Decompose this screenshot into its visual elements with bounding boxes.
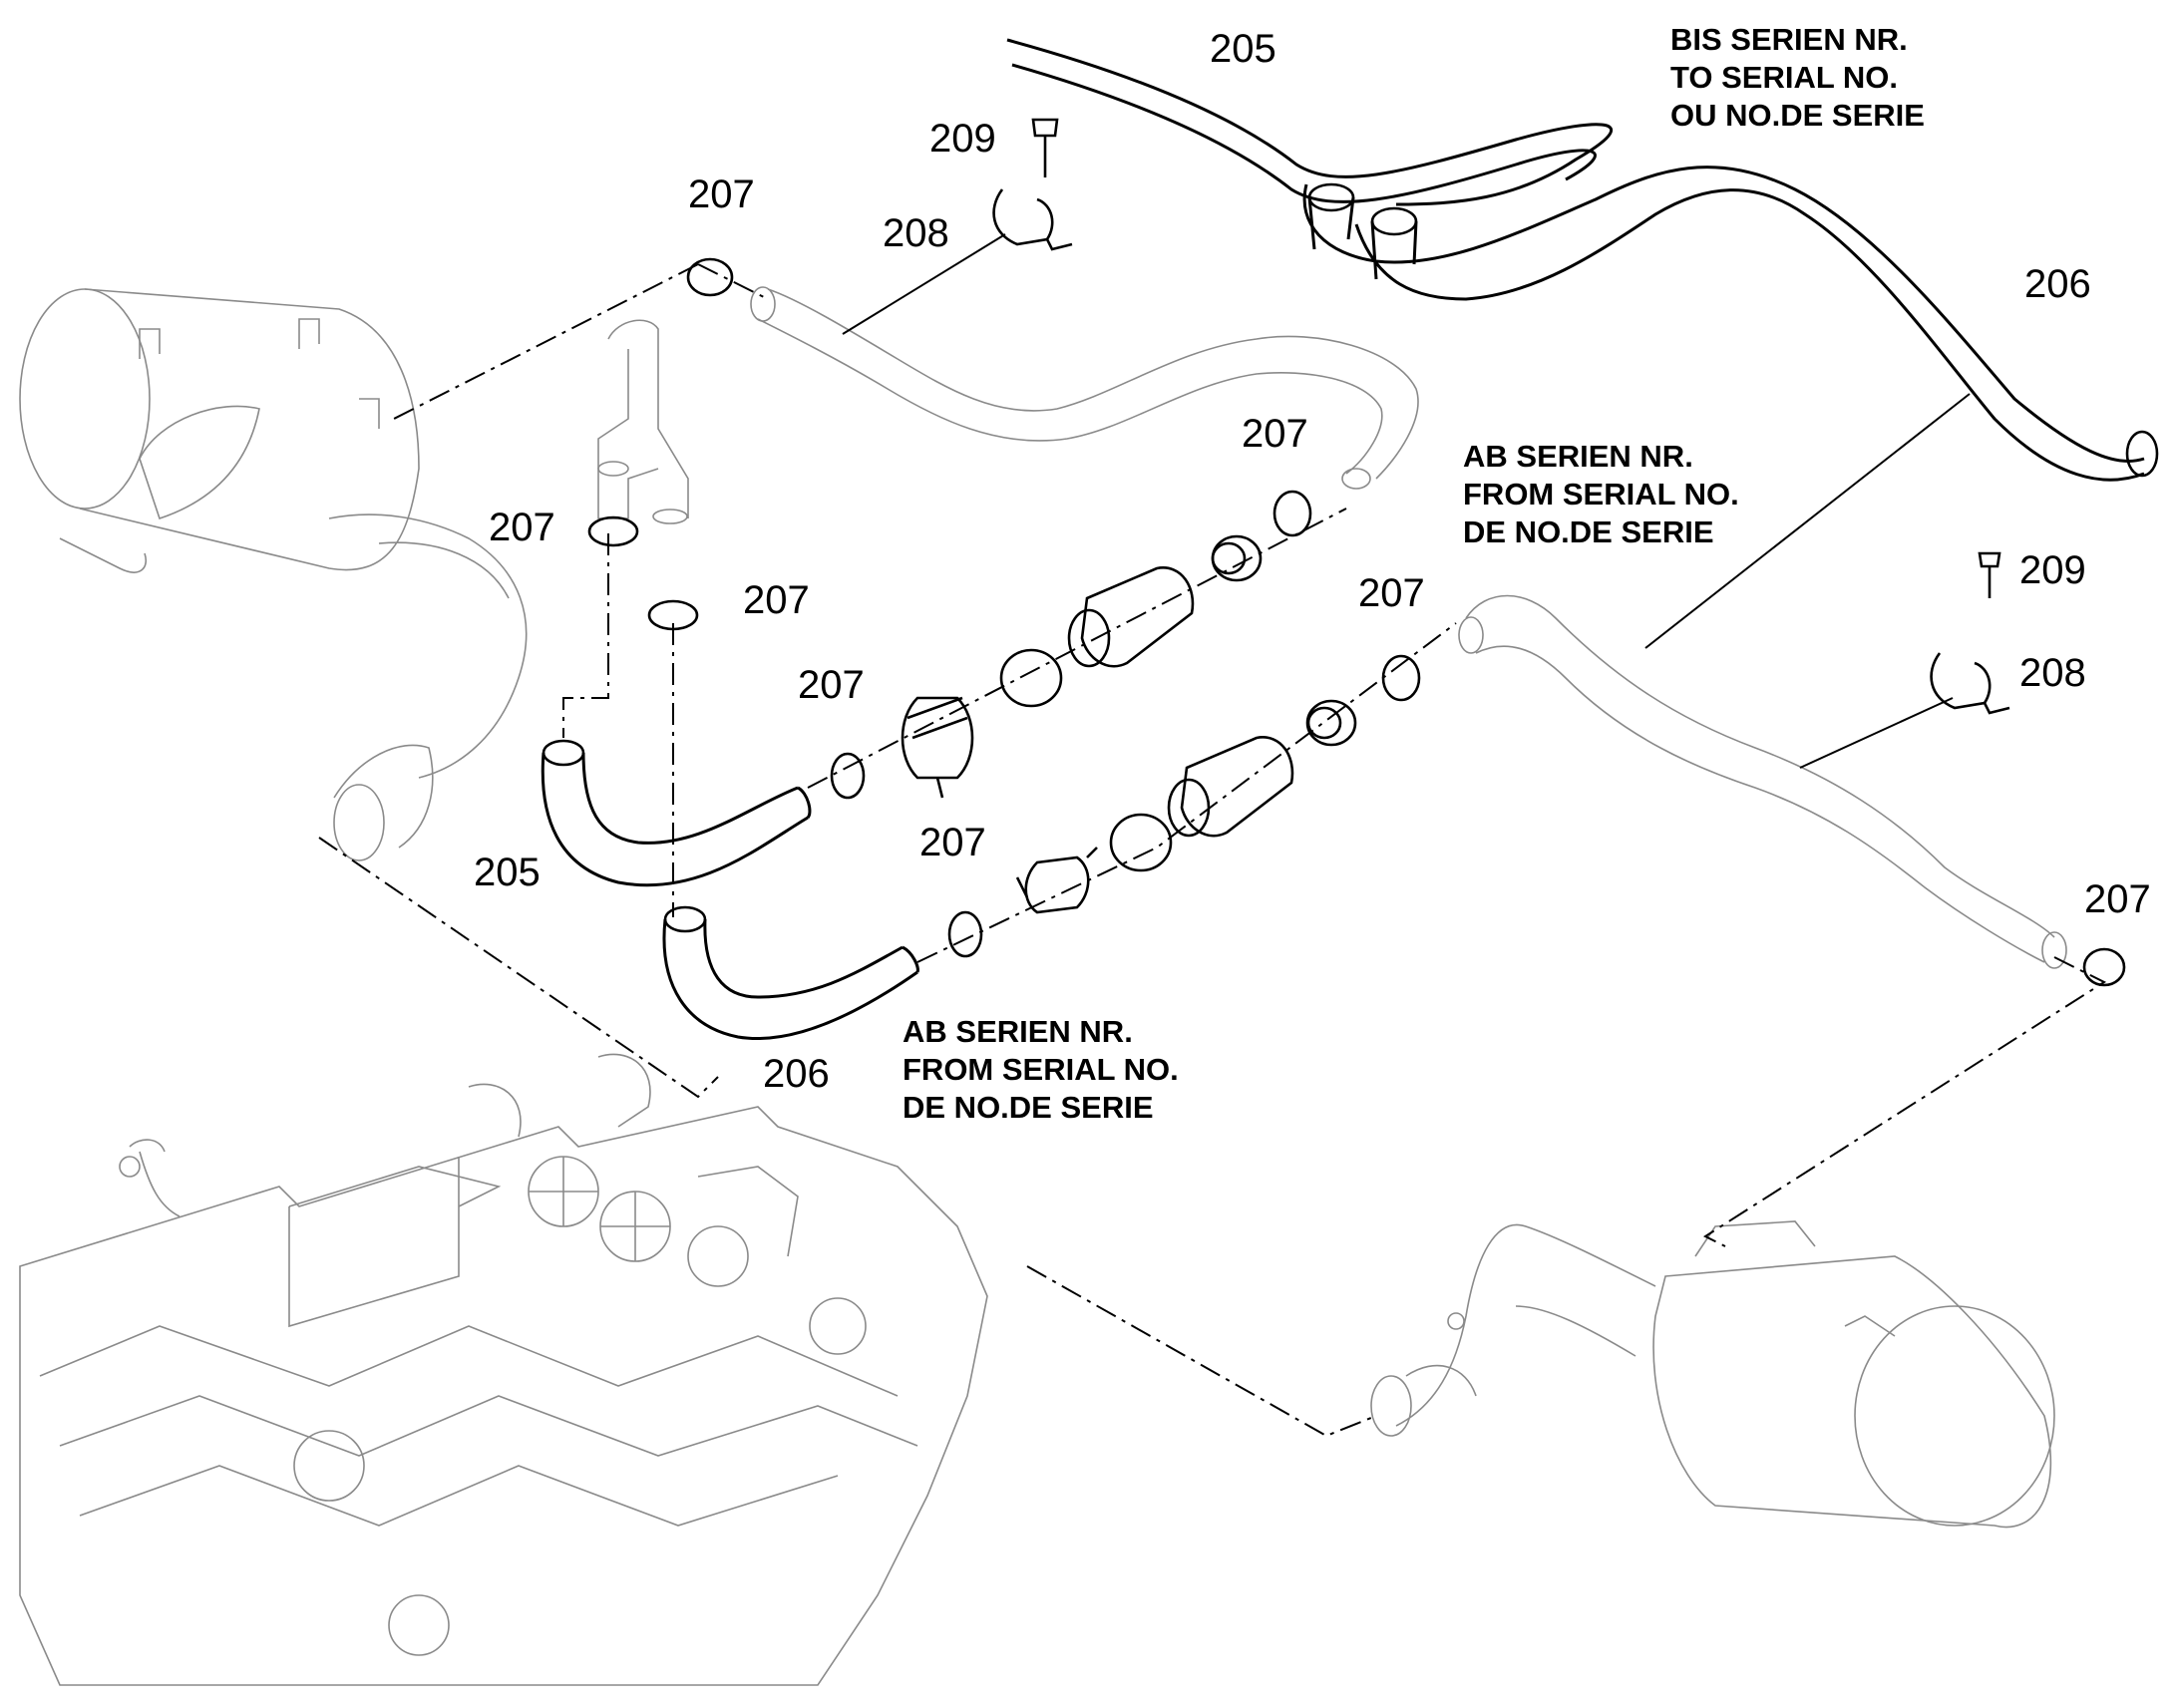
y-connector-hose: [597, 319, 689, 524]
label-208-top: 208: [883, 211, 949, 255]
hose-clamps: [587, 257, 2126, 987]
right-new-hose: [1458, 594, 2067, 969]
thermostat-upper: [999, 534, 1263, 708]
label-207-d: 207: [743, 578, 810, 622]
label-207-e: 207: [798, 663, 865, 707]
note-bis-line2: TO SERIAL NO.: [1670, 60, 1898, 95]
label-207-g: 207: [919, 821, 986, 864]
bolts: [1031, 118, 2001, 598]
right-air-filter: [1370, 1220, 2055, 1529]
note-ab-right-line2: FROM SERIAL NO.: [1463, 477, 1739, 512]
note-ab-right-line1: AB SERIEN NR.: [1463, 439, 1693, 474]
leader-lines: [842, 233, 1971, 769]
note-ab-bottom-line3: DE NO.DE SERIE: [903, 1090, 1154, 1125]
label-208-right: 208: [2019, 651, 2086, 695]
part-labels: 205 206 209 208 207 207 207 207 207 207 …: [474, 27, 2151, 1096]
label-207-b: 207: [1242, 412, 1308, 456]
label-206-left: 206: [763, 1052, 830, 1096]
note-ab-right-line3: DE NO.DE SERIE: [1463, 514, 1714, 549]
assembly-lines: [318, 263, 2107, 1438]
thermostat-lower: [1109, 699, 1357, 872]
label-209-top: 209: [929, 117, 996, 161]
note-bis-line3: OU NO.DE SERIE: [1670, 98, 1925, 133]
bracket-clamps: [901, 188, 2010, 914]
note-ab-bottom-line2: FROM SERIAL NO.: [903, 1052, 1179, 1087]
left-air-filter: [19, 288, 528, 861]
lower-bold-hoses: [541, 739, 919, 1040]
note-ab-bottom-line1: AB SERIEN NR.: [903, 1014, 1133, 1049]
label-207-f: 207: [1358, 571, 1425, 615]
upper-return-hose: [750, 286, 1419, 490]
label-205-top: 205: [1210, 27, 1276, 71]
label-206-top: 206: [2024, 262, 2091, 306]
note-bis-line1: BIS SERIEN NR.: [1670, 22, 1908, 57]
label-209-right: 209: [2019, 548, 2086, 592]
serial-notes: BIS SERIEN NR. TO SERIAL NO. OU NO.DE SE…: [903, 22, 1925, 1125]
engine-block: [19, 1053, 988, 1686]
label-207-a: 207: [688, 172, 755, 216]
label-207-c: 207: [489, 506, 555, 549]
hose-assembly-old-version: [1006, 38, 2159, 482]
label-205-left: 205: [474, 851, 541, 894]
label-207-h: 207: [2084, 877, 2151, 921]
